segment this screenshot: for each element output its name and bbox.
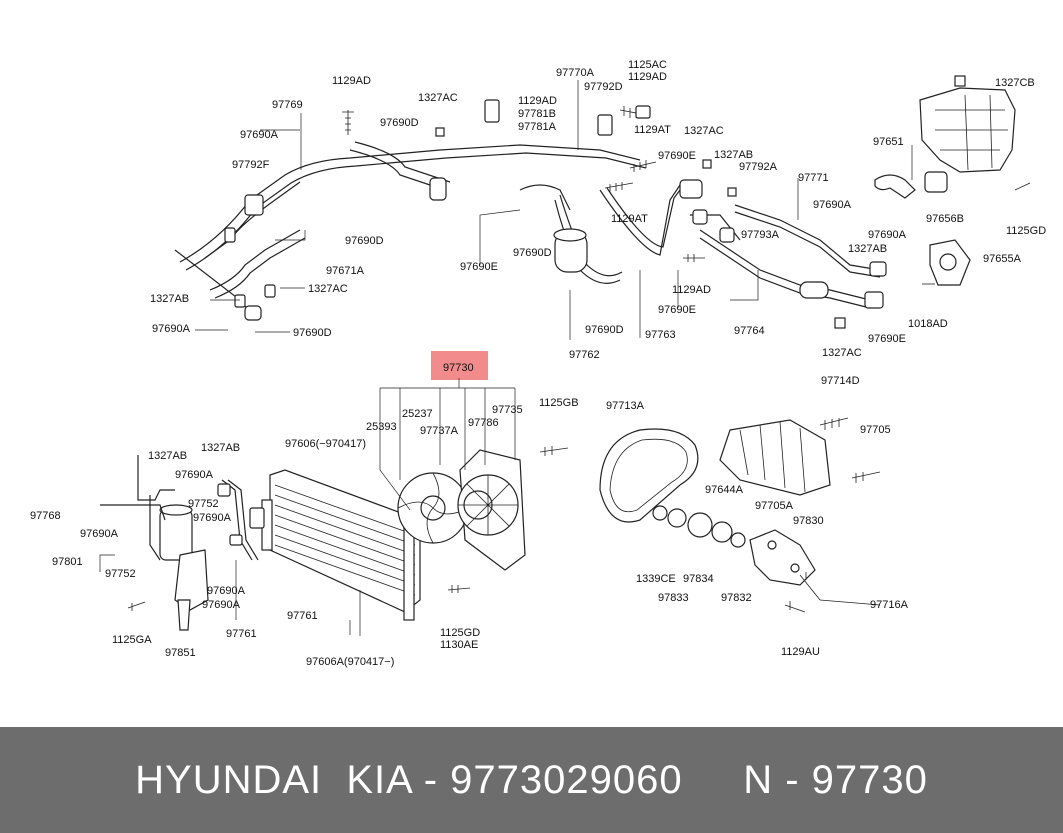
part-label: 97801 bbox=[52, 556, 83, 568]
part-label: 1125GA bbox=[112, 634, 152, 646]
part-label: 97690A bbox=[202, 599, 241, 611]
leader-lines bbox=[99, 80, 913, 636]
part-label: 1327CB bbox=[995, 77, 1035, 89]
part-label: 97714D bbox=[821, 375, 860, 387]
part-label: 97606A(970417−) bbox=[306, 656, 394, 668]
part-label: 1125GB bbox=[539, 397, 579, 409]
cooling-fan-assembly bbox=[397, 446, 569, 571]
part-label: 97834 bbox=[683, 573, 714, 585]
part-label: 97770A bbox=[556, 67, 595, 79]
part-label: 1327AB bbox=[150, 293, 189, 305]
part-label: 1129AU bbox=[781, 646, 820, 658]
part-label: 97690A bbox=[240, 129, 279, 141]
part-label: 25393 bbox=[366, 421, 397, 433]
part-highlight-box bbox=[431, 351, 488, 380]
part-label: 97690A bbox=[175, 469, 214, 481]
part-label: 1339CE bbox=[636, 573, 676, 585]
belt-and-compressor bbox=[599, 417, 881, 613]
part-label: 1125GD bbox=[440, 627, 480, 639]
refrigerant-lines bbox=[174, 99, 887, 321]
part-label: 1129AD bbox=[628, 71, 667, 83]
part-label: 1129AD bbox=[518, 95, 557, 107]
part-label: 97761 bbox=[287, 610, 318, 622]
part-label: 97781A bbox=[518, 121, 557, 133]
part-label: 97830 bbox=[793, 515, 824, 527]
part-label: 97690E bbox=[460, 261, 498, 273]
part-label: 97764 bbox=[734, 325, 765, 337]
part-label: 97690D bbox=[345, 235, 384, 247]
part-label: 97690A bbox=[152, 323, 191, 335]
part-label: 97768 bbox=[30, 510, 61, 522]
part-label: 97656B bbox=[926, 213, 964, 225]
part-label: 1327AB bbox=[201, 442, 240, 454]
part-label: 97771 bbox=[798, 172, 829, 184]
part-label: 97730 bbox=[443, 362, 474, 374]
part-label: 25237 bbox=[402, 408, 433, 420]
part-label: 1018AD bbox=[908, 318, 948, 330]
part-label: 1130AE bbox=[440, 639, 478, 651]
part-label: 97752 bbox=[188, 498, 219, 510]
part-label: 97786 bbox=[468, 417, 499, 429]
part-label: 1327AC bbox=[684, 125, 724, 137]
parts-diagram: 1129AD 97769 97690A 97792F 97690D 97671A… bbox=[30, 59, 1046, 668]
part-label: 97769 bbox=[272, 99, 303, 111]
part-label: 97690D bbox=[513, 247, 552, 259]
part-label: 97690E bbox=[868, 333, 906, 345]
part-label: 1125AC bbox=[628, 59, 667, 71]
part-label: 97735 bbox=[492, 404, 523, 416]
footer-banner: HYUNDAI KIA - 9773029060 N - 97730 bbox=[0, 727, 1063, 833]
part-label: 97690A bbox=[813, 199, 852, 211]
part-label: 97762 bbox=[569, 349, 600, 361]
part-label: 97644A bbox=[705, 484, 744, 496]
part-label: 97655A bbox=[983, 253, 1022, 265]
part-label: 97705 bbox=[860, 424, 891, 436]
part-label: 1327AB bbox=[148, 450, 187, 462]
part-label: 1125GD bbox=[1006, 225, 1046, 237]
part-label: 97833 bbox=[658, 592, 689, 604]
part-label: 97671A bbox=[326, 265, 365, 277]
part-label: 97713A bbox=[606, 400, 645, 412]
part-label: 1129AT bbox=[611, 213, 648, 225]
part-label: 97690E bbox=[658, 150, 696, 162]
part-label: 97690A bbox=[868, 229, 907, 241]
part-label: 1327AB bbox=[848, 243, 887, 255]
part-label: 97832 bbox=[721, 592, 752, 604]
part-label: 97690D bbox=[585, 324, 624, 336]
part-label: 97781B bbox=[518, 108, 556, 120]
part-label: 97792D bbox=[584, 81, 623, 93]
part-label: 97792A bbox=[739, 161, 778, 173]
part-label: 97792F bbox=[232, 159, 270, 171]
part-label: 1327AC bbox=[418, 92, 458, 104]
part-label: 97651 bbox=[873, 136, 904, 148]
part-label: 97705A bbox=[755, 500, 794, 512]
bolts bbox=[342, 75, 1031, 329]
condenser-assembly bbox=[100, 455, 471, 631]
part-label: 97716A bbox=[870, 599, 909, 611]
part-labels: 1129AD 97769 97690A 97792F 97690D 97671A… bbox=[30, 59, 1046, 668]
part-label: 97752 bbox=[105, 568, 136, 580]
part-label: 97763 bbox=[645, 329, 676, 341]
part-label: 97793A bbox=[741, 229, 780, 241]
part-label: 1327AB bbox=[714, 149, 753, 161]
part-label: 97690A bbox=[193, 512, 232, 524]
part-label: 1129AD bbox=[672, 284, 711, 296]
part-label: 97737A bbox=[420, 425, 459, 437]
part-label: 97690A bbox=[207, 585, 246, 597]
part-label: 97761 bbox=[226, 628, 257, 640]
part-number-caption: HYUNDAI KIA - 9773029060 N - 97730 bbox=[135, 757, 928, 802]
part-label: 1129AD bbox=[332, 75, 371, 87]
part-label: 97690A bbox=[80, 528, 119, 540]
part-label: 97851 bbox=[165, 647, 196, 659]
part-label: 97606(−970417) bbox=[285, 438, 366, 450]
compressor-bracket bbox=[874, 87, 1016, 286]
part-label: 1129AT bbox=[634, 124, 671, 136]
part-label: 97690D bbox=[293, 327, 332, 339]
part-label: 1327AC bbox=[308, 283, 348, 295]
part-label: 97690D bbox=[380, 117, 419, 129]
part-label: 97690E bbox=[658, 304, 696, 316]
part-label: 1327AC bbox=[822, 347, 862, 359]
